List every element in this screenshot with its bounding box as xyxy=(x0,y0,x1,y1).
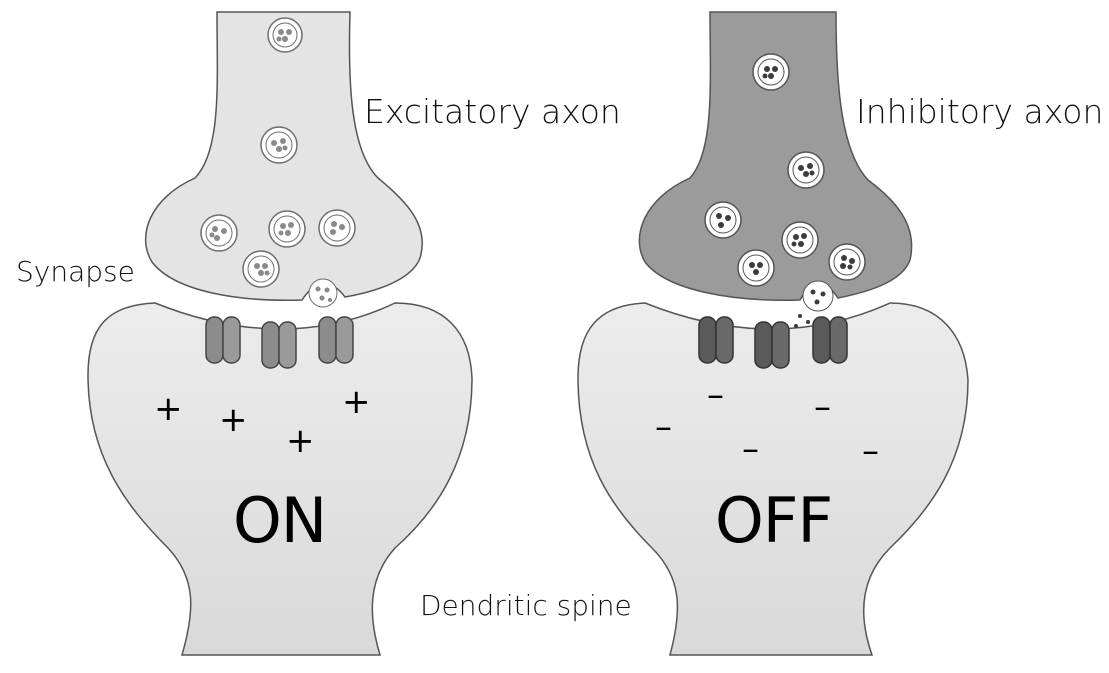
dendritic-spine-label: Dendritic spine xyxy=(420,589,632,622)
vesicle xyxy=(737,249,775,287)
vesicle xyxy=(260,126,298,164)
on-state-label: ON xyxy=(233,484,327,557)
vesicle xyxy=(268,210,306,248)
vesicle xyxy=(318,209,356,247)
off-state-label: OFF xyxy=(715,484,833,557)
plus-sign: + xyxy=(286,421,315,461)
minus-sign: – xyxy=(862,431,879,471)
vesicle xyxy=(781,221,819,259)
plus-sign: + xyxy=(219,400,248,440)
ion-channels-left xyxy=(205,316,354,369)
ion-channels-right xyxy=(698,316,848,369)
synapse-label: Synapse xyxy=(16,255,135,288)
ion-channel xyxy=(812,316,848,364)
ion-channel xyxy=(318,316,354,364)
vesicle xyxy=(242,250,280,288)
vesicle xyxy=(200,214,238,252)
inhibitory-axon-label: Inhibitory axon xyxy=(856,92,1104,131)
plus-sign: + xyxy=(342,382,371,422)
minus-sign: – xyxy=(655,407,672,447)
minus-sign: – xyxy=(814,387,831,427)
minus-sign: – xyxy=(742,429,759,469)
vesicle xyxy=(752,53,790,91)
vesicle xyxy=(787,151,825,189)
vesicle xyxy=(828,243,866,281)
excitatory-axon-label: Excitatory axon xyxy=(364,92,621,131)
ion-channel xyxy=(698,316,734,364)
ion-channel xyxy=(754,321,790,369)
minus-sign: – xyxy=(707,375,724,415)
fusing-vesicle xyxy=(794,280,834,328)
fusing-vesicle xyxy=(308,278,338,308)
vesicle xyxy=(704,201,742,239)
excitatory-vesicles xyxy=(200,17,356,308)
vesicle xyxy=(267,17,303,53)
plus-sign: + xyxy=(154,389,183,429)
ion-channel xyxy=(205,316,241,364)
ion-channel xyxy=(261,321,297,369)
inhibitory-vesicles xyxy=(704,53,866,328)
